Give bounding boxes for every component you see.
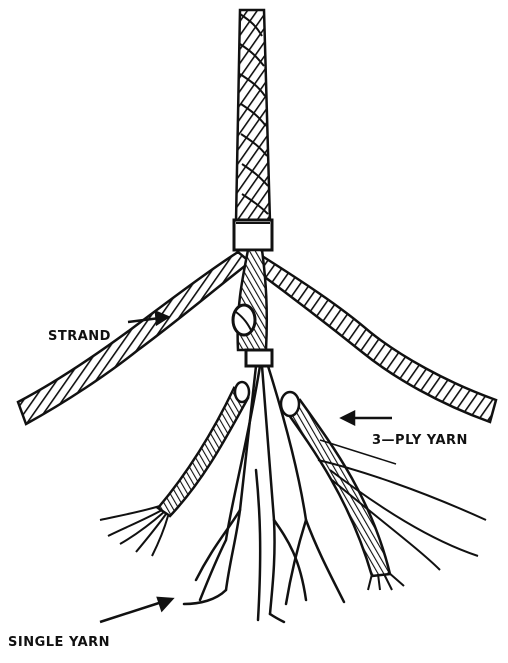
three-ply-arrow [342, 412, 392, 424]
single-yarn-label: SINGLE YARN [8, 636, 110, 649]
single-yarns [184, 366, 344, 622]
whipping-band [234, 220, 272, 250]
strand-label: STRAND [48, 330, 111, 343]
single-yarn-arrow [100, 598, 172, 622]
three-ply-yarn-right [281, 392, 486, 590]
laid-rope [236, 10, 270, 222]
three-ply-yarn-label: 3—PLY YARN [372, 434, 468, 447]
